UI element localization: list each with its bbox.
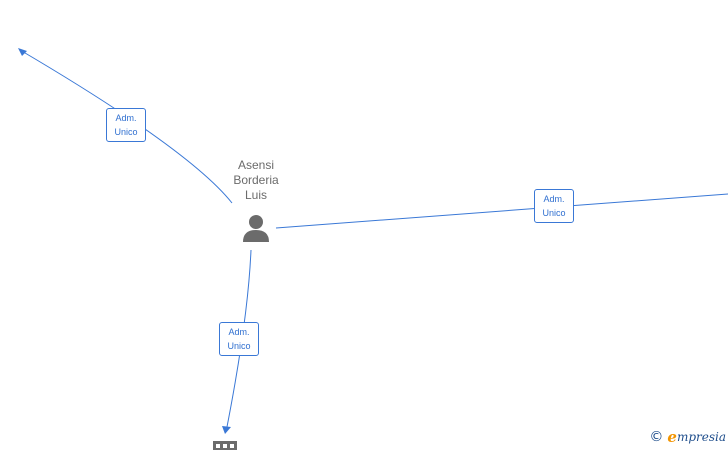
- edge-label-right[interactable]: Adm. Unico: [534, 189, 574, 223]
- edge-line-top-left: [19, 49, 233, 204]
- person-name-line-1: Asensi: [237, 158, 275, 172]
- copyright-icon: ©: [649, 429, 664, 445]
- edge-label-text-2: Unico: [114, 127, 138, 137]
- edge-label-text-1: Adm.: [115, 113, 137, 123]
- edge-label-bottom[interactable]: Adm. Unico: [219, 322, 259, 356]
- empresia-watermark: © e mpresia: [649, 428, 726, 446]
- edge-label-text-1: Adm.: [543, 194, 565, 204]
- edge-label-text-2: Unico: [542, 208, 566, 218]
- arrowhead-bottom: [222, 426, 231, 434]
- edge-label-top-left[interactable]: Adm. Unico: [106, 108, 146, 142]
- person-name-line-2: Borderia: [233, 173, 279, 187]
- brand-name: mpresia: [676, 430, 726, 444]
- edge-label-text-1: Adm.: [228, 327, 250, 337]
- arrowhead-top-left: [18, 48, 27, 56]
- edge-label-text-2: Unico: [227, 341, 251, 351]
- person-name-line-3: Luis: [244, 188, 267, 202]
- building-icon[interactable]: [213, 441, 237, 450]
- brand-initial: e: [667, 428, 677, 446]
- person-node-label[interactable]: Asensi Borderia Luis: [216, 158, 296, 203]
- person-icon[interactable]: [243, 215, 269, 242]
- edge-line-right: [275, 193, 728, 229]
